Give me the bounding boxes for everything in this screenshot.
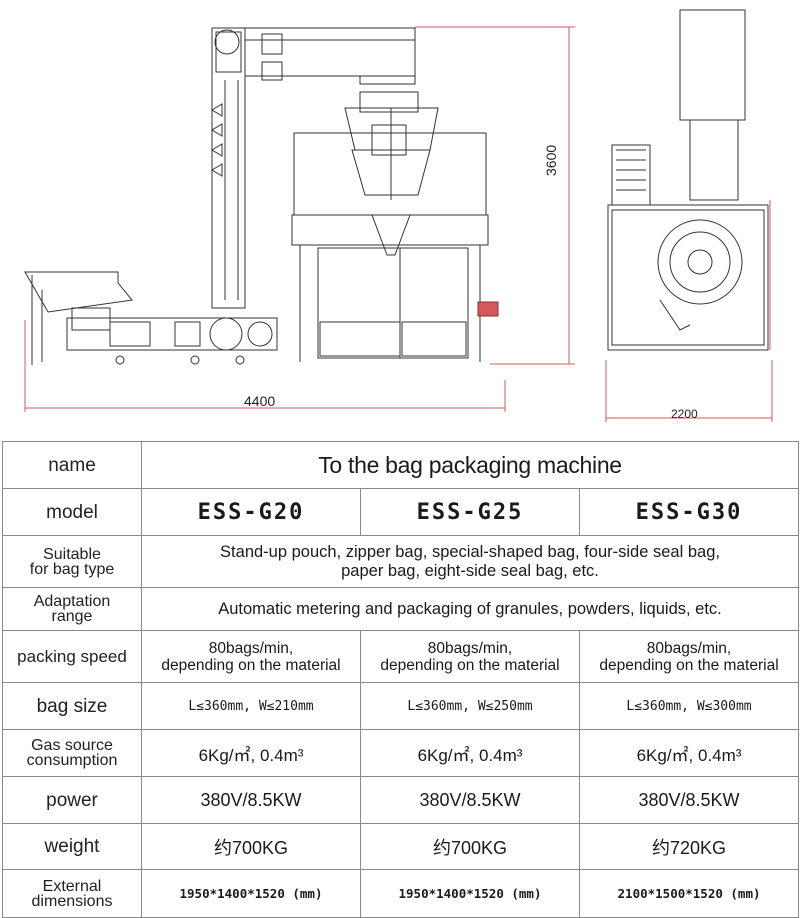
table-row: power 380V/8.5KW 380V/8.5KW 380V/8.5KW — [2, 776, 800, 824]
speed-cell: 80bags/min, depending on the material — [360, 630, 580, 683]
gas-cell: 6Kg/㎡, 0.4m³ — [141, 729, 361, 777]
base-conveyor — [66, 317, 278, 365]
header-line: for bag type — [29, 560, 115, 578]
row-header-bagsize: bag size — [2, 682, 142, 730]
table-row: name To the bag packaging machine — [2, 441, 800, 489]
spec-table: name To the bag packaging machine model … — [2, 441, 800, 918]
header-line: External — [42, 877, 102, 895]
adaptation-value: Automatic metering and packaging of gran… — [140, 587, 800, 631]
speed-cell: 80bags/min, depending on the material — [141, 630, 361, 683]
speed-line: depending on the material — [380, 656, 560, 674]
speed-line: 80bags/min, — [646, 639, 732, 657]
header-line: Gas source — [31, 737, 113, 754]
dimensions-cell: 2100*1500*1520 (mm) — [578, 869, 800, 918]
table-row: weight 约700KG 约700KG 约720KG — [2, 823, 800, 870]
dimensions-cell: 1950*1400*1520 (mm) — [141, 869, 361, 918]
row-header-speed: packing speed — [2, 630, 142, 683]
speed-line: 80bags/min, — [208, 639, 294, 657]
table-row: External dimensions 1950*1400*1520 (mm) … — [2, 869, 800, 918]
table-row: Adaptation range Automatic metering and … — [2, 587, 800, 631]
value-line: Stand-up pouch, zipper bag, special-shap… — [220, 542, 720, 561]
height-dimension-label: 3600 — [543, 144, 559, 176]
header-line: Adaptation — [33, 593, 111, 610]
table-row: bag size L≤360mm, W≤210mm L≤360mm, W≤250… — [2, 682, 800, 730]
multihead-weigher — [344, 91, 439, 200]
depth-dimension-label: 2200 — [671, 407, 698, 421]
table-row: packing speed 80bags/min, depending on t… — [2, 630, 800, 683]
speed-line: depending on the material — [599, 656, 779, 674]
weight-cell: 约720KG — [578, 823, 800, 870]
weight-cell: 约700KG — [141, 823, 361, 870]
header-line: Suitable — [43, 545, 101, 563]
width-dimension-label: 4400 — [244, 393, 276, 409]
row-header-suitable: Suitable for bag type — [2, 535, 142, 588]
model-cell: ESS-G20 — [141, 488, 361, 536]
table-row: Suitable for bag type Stand-up pouch, zi… — [2, 535, 800, 588]
packing-machine — [291, 132, 499, 362]
power-cell: 380V/8.5KW — [141, 776, 361, 824]
bagsize-cell: L≤360mm, W≤300mm — [578, 682, 800, 730]
speed-line: depending on the material — [161, 656, 341, 674]
side-view — [607, 9, 769, 351]
dimensions-cell: 1950*1400*1520 (mm) — [360, 869, 580, 918]
table-row: model ESS-G20 ESS-G25 ESS-G30 — [2, 488, 800, 536]
value-line: paper bag, eight-side seal bag, etc. — [341, 561, 599, 580]
row-header-weight: weight — [2, 823, 142, 870]
row-header-gas: Gas source consumption — [2, 729, 142, 777]
speed-line: 80bags/min, — [427, 639, 513, 657]
bucket-elevator — [211, 27, 416, 309]
power-cell: 380V/8.5KW — [360, 776, 580, 824]
row-header-adaptation: Adaptation range — [2, 587, 142, 631]
model-cell: ESS-G25 — [360, 488, 580, 536]
header-line: consumption — [26, 752, 118, 769]
bagsize-cell: L≤360mm, W≤210mm — [141, 682, 361, 730]
speed-cell: 80bags/min, depending on the material — [578, 630, 800, 683]
machine-line-art — [24, 9, 773, 422]
dimension-lines — [24, 26, 773, 422]
machine-title: To the bag packaging machine — [140, 441, 800, 489]
row-header-model: model — [2, 488, 142, 536]
header-line: range — [51, 608, 93, 625]
feed-hopper — [24, 271, 133, 365]
model-cell: ESS-G30 — [578, 488, 800, 536]
gas-cell: 6Kg/㎡, 0.4m³ — [578, 729, 800, 777]
gas-cell: 6Kg/㎡, 0.4m³ — [360, 729, 580, 777]
power-cell: 380V/8.5KW — [578, 776, 800, 824]
suitable-value: Stand-up pouch, zipper bag, special-shap… — [140, 535, 800, 588]
row-header-power: power — [2, 776, 142, 824]
machine-drawing: 3600 4400 2200 — [0, 0, 800, 440]
row-header-name: name — [2, 441, 142, 489]
header-line: dimensions — [31, 892, 113, 910]
table-row: Gas source consumption 6Kg/㎡, 0.4m³ 6Kg/… — [2, 729, 800, 777]
weight-cell: 约700KG — [360, 823, 580, 870]
bagsize-cell: L≤360mm, W≤250mm — [360, 682, 580, 730]
row-header-external: External dimensions — [2, 869, 142, 918]
